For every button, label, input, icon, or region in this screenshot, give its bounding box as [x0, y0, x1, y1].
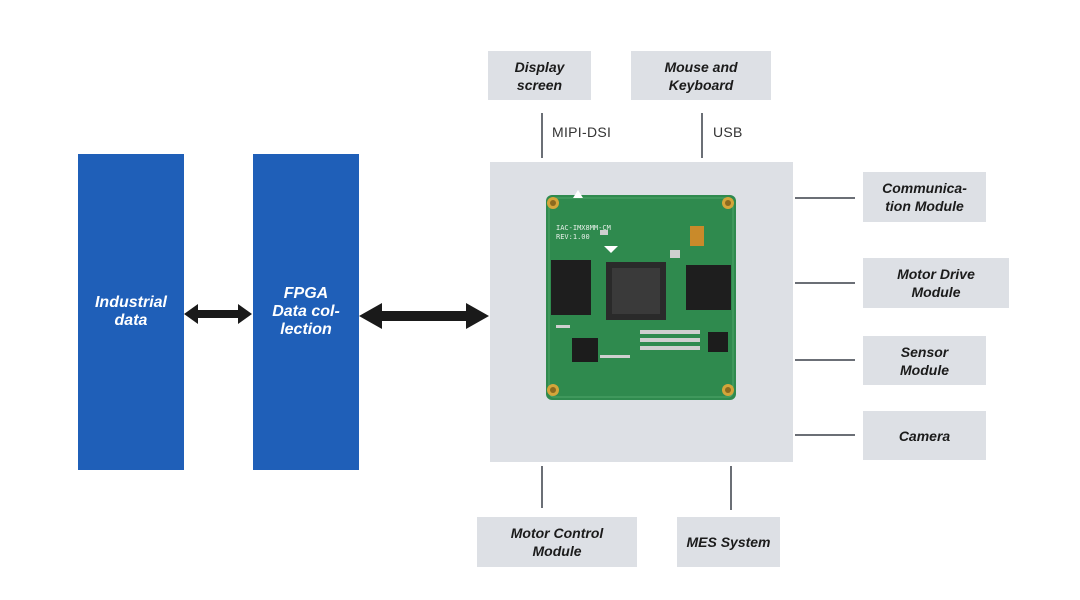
- motor-drive-connector-line: [795, 282, 855, 284]
- board-revision-text: REV:1.00: [556, 233, 590, 241]
- mounting-holes: [547, 197, 734, 396]
- small-chip-2: [708, 332, 728, 352]
- motor-drive-module-label: Motor Drive Module: [897, 266, 975, 300]
- board-silkscreen: IAC-IMX8MM-CM REV:1.00: [556, 224, 611, 242]
- board-model-text: IAC-IMX8MM-CM: [556, 224, 611, 232]
- small-chip-1: [572, 338, 598, 362]
- camera-connector-line: [795, 434, 855, 436]
- communication-module-label: Communica- tion Module: [882, 180, 967, 214]
- sensor-module-label: Sensor Module: [900, 343, 949, 378]
- display-screen-block: Display screen: [488, 51, 591, 100]
- fpga-label: FPGA Data col- lection: [272, 285, 340, 338]
- connector-orange: [690, 226, 704, 246]
- display-screen-label: Display screen: [514, 58, 565, 93]
- mouse-keyboard-label: Mouse and Keyboard: [664, 58, 738, 93]
- camera-label: Camera: [898, 427, 951, 444]
- mes-system-label: MES System: [686, 534, 771, 550]
- camera-block: Camera: [863, 411, 986, 460]
- mipi-dsi-label: MIPI-DSI: [552, 124, 612, 140]
- display-connector-line: [541, 113, 543, 158]
- communication-connector-line: [795, 197, 855, 199]
- double-arrow-1: [184, 304, 252, 324]
- industrial-data-block: Industrial data: [78, 154, 184, 470]
- fpga-block: FPGA Data col- lection: [253, 154, 359, 470]
- double-arrow-2: [359, 303, 489, 329]
- mes-system-block: MES System: [677, 517, 780, 567]
- communication-module-block: Communica- tion Module: [863, 172, 986, 222]
- mes-connector-line: [730, 466, 732, 510]
- motor-control-module-block: Motor Control Module: [477, 517, 637, 567]
- mouse-keyboard-block: Mouse and Keyboard: [631, 51, 771, 100]
- memory-chip-left: [551, 260, 591, 315]
- sensor-connector-line: [795, 359, 855, 361]
- sensor-module-block: Sensor Module: [863, 336, 986, 385]
- industrial-data-label: Industrial data: [94, 294, 167, 329]
- motor-drive-module-block: Motor Drive Module: [863, 258, 1009, 308]
- memory-chip-right: [686, 265, 731, 310]
- usb-connector-line: [701, 113, 703, 158]
- motor-control-connector-line: [541, 466, 543, 508]
- motor-control-module-label: Motor Control Module: [510, 525, 604, 559]
- usb-label: USB: [713, 124, 743, 140]
